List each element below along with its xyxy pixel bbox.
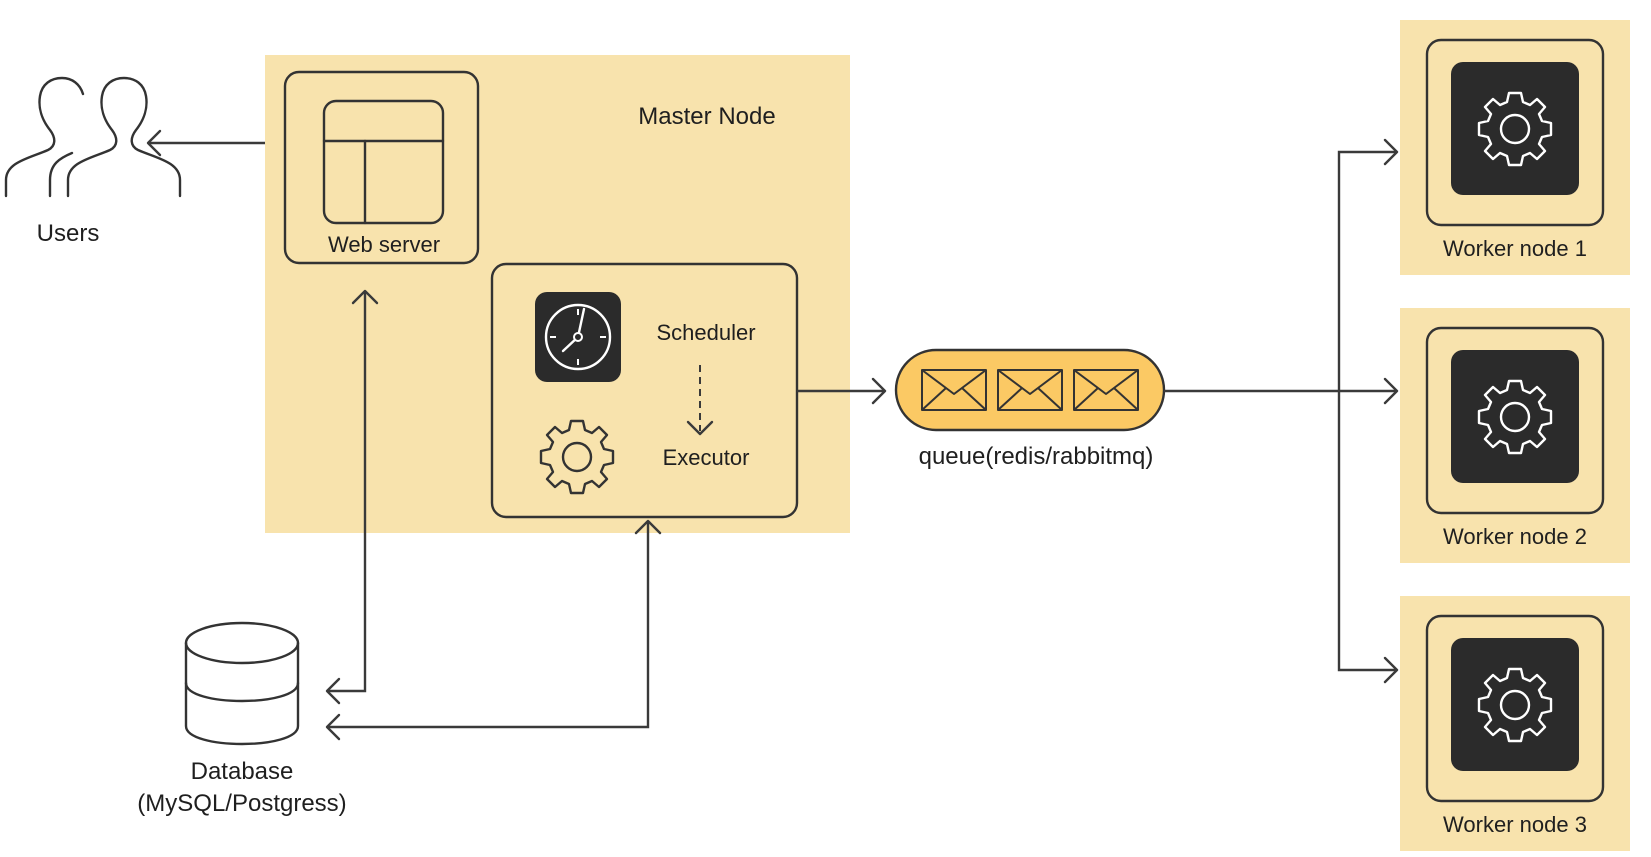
worker-node-3: Worker node 3 [1400, 596, 1630, 851]
executor-label: Executor [663, 445, 750, 470]
gear-icon [1477, 379, 1553, 455]
master-node-title: Master Node [638, 103, 775, 130]
worker-node-1: Worker node 1 [1400, 20, 1630, 275]
queue-label: queue(redis/rabbitmq) [919, 443, 1154, 470]
envelope-icon [1073, 369, 1139, 411]
webserver-database-connector [325, 289, 379, 705]
users-icon [4, 76, 182, 198]
executor-queue-connector [797, 377, 887, 405]
gear-icon [1477, 667, 1553, 743]
web-server-box: Web server [283, 70, 480, 265]
scheduler-label: Scheduler [656, 320, 755, 345]
worker-node-3-label: Worker node 3 [1443, 812, 1587, 837]
clock-icon [535, 292, 621, 382]
worker-node-1-label: Worker node 1 [1443, 236, 1587, 261]
web-layout-icon [322, 99, 445, 225]
database-label: Database [191, 758, 294, 785]
users-label: Users [37, 220, 100, 247]
queue-workers-connector [1164, 138, 1399, 684]
database-sublabel: (MySQL/Postgress) [137, 790, 346, 817]
executor-gear-icon [539, 419, 615, 495]
database-icon [184, 621, 300, 746]
queue [894, 348, 1166, 432]
envelope-icon [921, 369, 987, 411]
envelope-icon [997, 369, 1063, 411]
executor-database-connector [325, 519, 662, 741]
gear-icon [1477, 91, 1553, 167]
worker-node-2-label: Worker node 2 [1443, 524, 1587, 549]
scheduler-executor-box: Scheduler Executor [490, 262, 799, 519]
scheduler-executor-connector [686, 365, 714, 436]
web-server-label: Web server [328, 232, 440, 257]
users-webserver-connector [146, 129, 285, 157]
worker-node-2: Worker node 2 [1400, 308, 1630, 563]
